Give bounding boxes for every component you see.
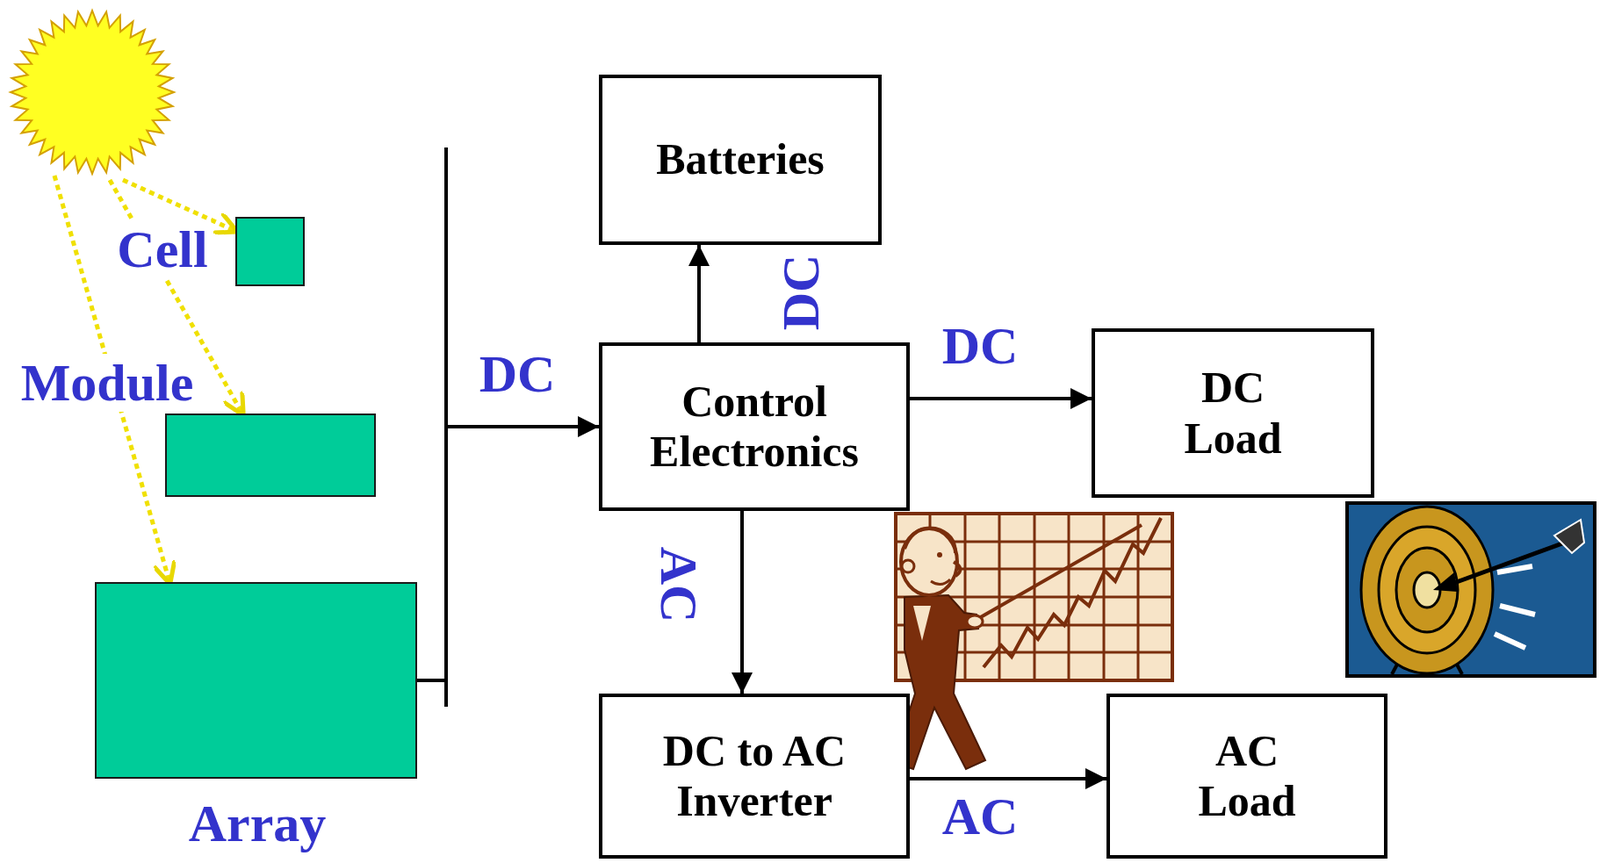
- sun-icon: [10, 10, 174, 174]
- signal-label: DC: [942, 319, 1019, 373]
- pv-cell: Cell: [235, 216, 305, 287]
- part-label: Array: [185, 794, 331, 853]
- flow-arrow: [740, 511, 744, 694]
- process-box: DC Load: [1091, 328, 1375, 498]
- flow-arrow: [909, 396, 1092, 401]
- box-label: DC Load: [1183, 362, 1282, 464]
- box-label: DC to AC Inverter: [602, 726, 907, 828]
- box-label: AC Load: [1197, 726, 1296, 828]
- pv-module: Module: [165, 413, 376, 498]
- sun-shape: [10, 10, 174, 174]
- part-label: Cell: [113, 220, 211, 279]
- signal-label: AC: [942, 790, 1019, 844]
- process-box: Control Electronics: [598, 342, 910, 512]
- signal-label: DC: [774, 254, 828, 332]
- flow-arrow: [909, 777, 1107, 781]
- presenter-clipart: [892, 525, 1142, 770]
- flow-arrow: [697, 245, 701, 343]
- box-label: Batteries: [655, 134, 825, 186]
- pv-array: Array: [94, 582, 418, 779]
- flow-arrow: [417, 426, 599, 681]
- signal-label: AC: [652, 547, 706, 624]
- process-box: Batteries: [598, 74, 882, 246]
- part-label: Module: [17, 353, 198, 412]
- target-clipart: [1347, 503, 1595, 677]
- process-box: AC Load: [1106, 693, 1388, 859]
- process-box: DC to AC Inverter: [598, 693, 910, 859]
- box-label: Control Electronics: [602, 376, 907, 478]
- signal-label: DC: [479, 347, 556, 401]
